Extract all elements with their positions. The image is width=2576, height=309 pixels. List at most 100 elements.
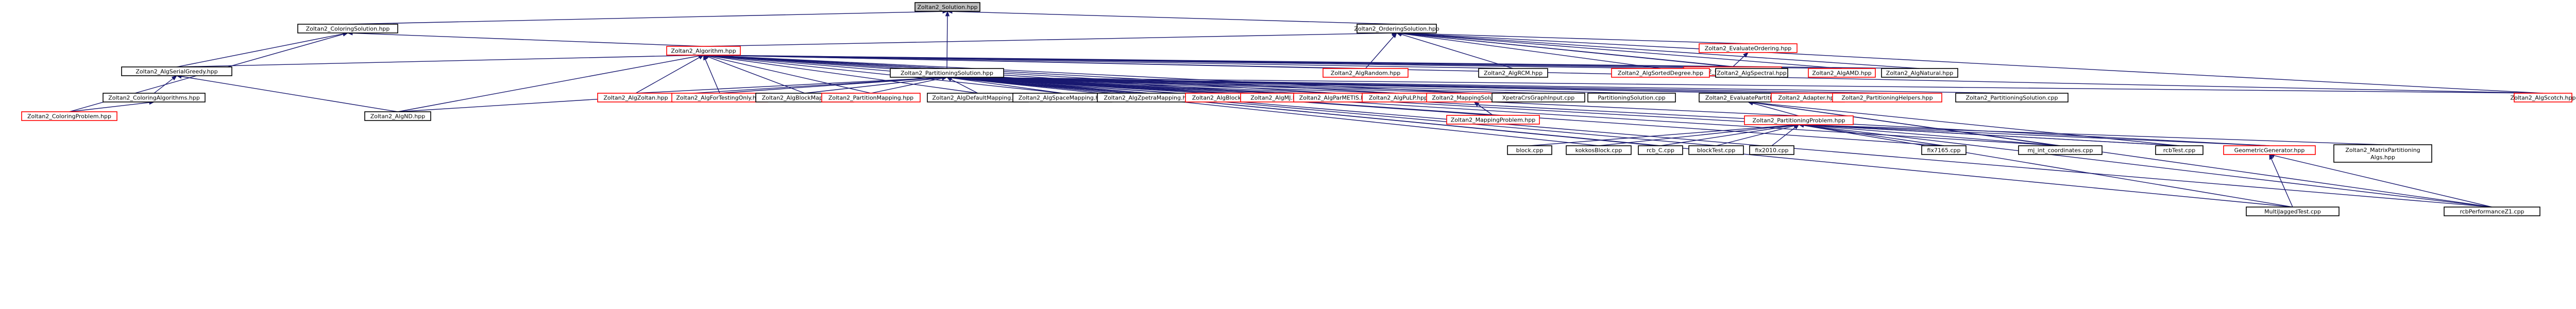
node-algRandom[interactable]: Zoltan2_AlgRandom.hpp	[1323, 68, 1409, 78]
node-algND[interactable]: Zoltan2_AlgND.hpp	[364, 111, 431, 121]
node-coloringProblem[interactable]: Zoltan2_ColoringProblem.hpp	[21, 111, 117, 121]
node-box[interactable]	[103, 93, 206, 102]
node-algScotch[interactable]: Zoltan2_AlgScotch.hpp	[2511, 93, 2576, 102]
edge-line	[719, 77, 947, 94]
node-box[interactable]	[2155, 145, 2204, 155]
node-box[interactable]	[890, 68, 1004, 78]
node-box[interactable]	[2514, 93, 2572, 102]
node-box[interactable]	[1323, 68, 1409, 78]
node-blockTest[interactable]: blockTest.cpp	[1688, 145, 1744, 155]
edge-line	[946, 77, 978, 94]
node-multiJagged[interactable]: MultiJaggedTest.cpp	[2246, 207, 2340, 216]
node-box[interactable]	[1744, 115, 1854, 125]
node-algParMETIS[interactable]: Zoltan2_AlgParMETIS.hpp	[1293, 93, 1378, 102]
edge-line	[635, 55, 704, 94]
node-algZoltan[interactable]: Zoltan2_AlgZoltan.hpp	[597, 93, 674, 102]
node-partSolCpp[interactable]: PartitioningSolution.cpp	[1587, 93, 1676, 102]
dependency-edge	[703, 54, 720, 94]
node-label: Zoltan2_AlgZoltan.hpp	[603, 95, 668, 101]
node-fix7165[interactable]: fix7165.cpp	[1921, 145, 1967, 155]
node-geomGenerator[interactable]: GeometricGenerator.hpp	[2223, 145, 2316, 155]
edge-line	[946, 77, 1399, 94]
node-box[interactable]	[2223, 145, 2316, 155]
node-box[interactable]	[914, 2, 980, 12]
node-kokkosBlock[interactable]: kokkosBlock.cpp	[1566, 145, 1632, 155]
node-box[interactable]	[21, 111, 117, 121]
edge-line	[703, 55, 978, 94]
node-box[interactable]	[297, 24, 398, 33]
node-box[interactable]	[1749, 145, 1794, 155]
arrowhead	[698, 55, 704, 60]
node-box[interactable]	[1566, 145, 1632, 155]
node-rcbPerformance[interactable]: rcbPerformanceZ1.cpp	[2444, 207, 2540, 216]
node-rcbTest[interactable]: rcbTest.cpp	[2155, 145, 2204, 155]
node-mappingProblem[interactable]: Zoltan2_MappingProblem.hpp	[1446, 115, 1540, 125]
node-box[interactable]	[1478, 68, 1548, 78]
node-algSpaceMapping[interactable]: Zoltan2_AlgSpaceMapping.hpp	[1012, 93, 1112, 102]
edge-line	[703, 32, 1397, 47]
node-blockCpp[interactable]: block.cpp	[1507, 145, 1552, 155]
node-label: Zoltan2_PartitionMapping.hpp	[828, 95, 913, 101]
node-box[interactable]	[1921, 145, 1967, 155]
node-box[interactable]	[1832, 93, 1942, 102]
node-partHelpers[interactable]: Zoltan2_PartitioningHelpers.hpp	[1832, 93, 1942, 102]
node-partSolHpp[interactable]: Zoltan2_PartitioningSolution.cpp	[1955, 93, 2069, 102]
node-box[interactable]	[1699, 43, 1798, 53]
node-algRCM[interactable]: Zoltan2_AlgRCM.hpp	[1478, 68, 1548, 78]
edge-line	[703, 55, 1063, 94]
node-mjIntCoords[interactable]: mj_int_coordinates.cpp	[2018, 145, 2103, 155]
node-fix2010[interactable]: fix2010.cpp	[1749, 145, 1794, 155]
node-box[interactable]	[364, 111, 431, 121]
node-box[interactable]	[1446, 115, 1540, 125]
edge-line	[1396, 32, 2544, 94]
node-algZpetraMapping[interactable]: Zoltan2_AlgZpetraMapping.hpp	[1097, 93, 1200, 102]
node-solution[interactable]: Zoltan2_Solution.hpp	[914, 2, 980, 12]
node-box[interactable]	[1638, 145, 1683, 155]
node-box[interactable]	[2333, 144, 2432, 163]
node-label: Zoltan2_AlgAMD.hpp	[1812, 70, 1871, 77]
node-box[interactable]	[1688, 145, 1744, 155]
node-coloringSol[interactable]: Zoltan2_ColoringSolution.hpp	[297, 24, 398, 33]
node-partitioningSol[interactable]: Zoltan2_PartitioningSolution.hpp	[890, 68, 1004, 78]
node-box[interactable]	[821, 93, 921, 102]
node-orderingSol[interactable]: Zoltan2_OrderingSolution.hpp	[1354, 24, 1439, 33]
node-algSortedDegree[interactable]: Zoltan2_AlgSortedDegree.hpp	[1611, 68, 1710, 78]
node-box[interactable]	[1492, 93, 1585, 102]
node-evalOrdering[interactable]: Zoltan2_EvaluateOrdering.hpp	[1699, 43, 1798, 53]
node-box[interactable]	[121, 66, 232, 76]
node-algNatural[interactable]: Zoltan2_AlgNatural.hpp	[1881, 68, 1958, 78]
node-partitioningProblem[interactable]: Zoltan2_PartitioningProblem.hpp	[1744, 115, 1854, 125]
node-box[interactable]	[1587, 93, 1676, 102]
node-coloringAlgs[interactable]: Zoltan2_ColoringAlgorithms.hpp	[103, 93, 206, 102]
node-serialGreedy[interactable]: Zoltan2_AlgSerialGreedy.hpp	[121, 66, 232, 76]
node-box[interactable]	[1357, 24, 1437, 33]
node-algDefaultMapping[interactable]: Zoltan2_AlgDefaultMapping.hpp	[927, 93, 1029, 102]
dependency-edge	[347, 31, 704, 47]
node-box[interactable]	[2246, 207, 2340, 216]
node-label: blockTest.cpp	[1697, 147, 1735, 154]
node-algAMD[interactable]: Zoltan2_AlgAMD.hpp	[1808, 68, 1876, 78]
node-adapter[interactable]: Zoltan2_Adapter.hpp	[1771, 93, 1845, 102]
edge-line	[946, 77, 2544, 94]
node-box[interactable]	[1808, 68, 1876, 78]
node-box[interactable]	[1507, 145, 1552, 155]
node-partitionMapping[interactable]: Zoltan2_PartitionMapping.hpp	[821, 93, 921, 102]
edge-line	[703, 55, 1920, 69]
node-algForTesting[interactable]: Zoltan2_AlgForTestingOnly.hpp	[671, 93, 768, 102]
node-algSpectral[interactable]: Zoltan2_AlgSpectral.hpp	[1715, 68, 1788, 78]
node-algPuLP[interactable]: Zoltan2_AlgPuLP.hpp	[1362, 93, 1435, 102]
arrowhead	[945, 10, 950, 16]
node-box[interactable]	[1881, 68, 1958, 78]
node-box[interactable]	[1715, 68, 1788, 78]
node-xpetraCrsGraph[interactable]: XpetraCrsGraphInput.cpp	[1492, 93, 1585, 102]
node-rcbC[interactable]: rcb_C.cpp	[1638, 145, 1683, 155]
node-label: Zoltan2_AlgSortedDegree.hpp	[1618, 70, 1703, 77]
node-algorithm[interactable]: Zoltan2_Algorithm.hpp	[666, 46, 741, 56]
node-box[interactable]	[1611, 68, 1710, 78]
node-box[interactable]	[2444, 207, 2540, 216]
node-box[interactable]	[1955, 93, 2069, 102]
node-box[interactable]	[2018, 145, 2103, 155]
node-box[interactable]	[666, 46, 741, 56]
dependency-edge	[703, 30, 1398, 47]
